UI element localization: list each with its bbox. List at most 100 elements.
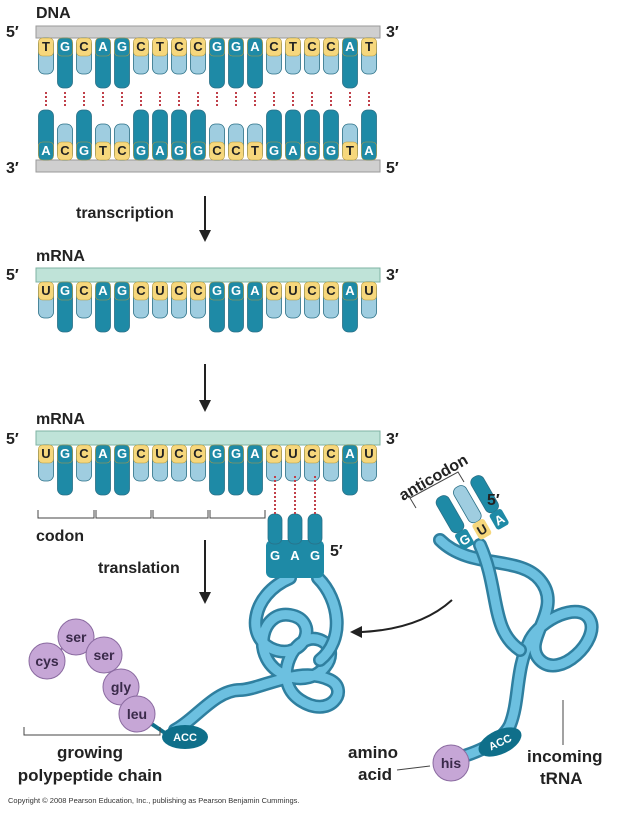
translation-label: translation xyxy=(98,560,180,577)
attached-trna-5prime-label: 5′ xyxy=(330,543,343,560)
mrna2-base-17-label: U xyxy=(364,446,373,461)
mrna1-base-9: G xyxy=(209,281,225,333)
dna-top-base-17: T xyxy=(361,37,377,75)
dna-bottom-base-13: A xyxy=(285,109,301,161)
dna-top-base-12: C xyxy=(266,37,282,75)
dna-bottom-backbone xyxy=(35,159,381,173)
amino-acid-ser-1: ser xyxy=(57,618,95,656)
mrna1-base-10-label: G xyxy=(231,283,241,298)
dna-bottom-base-8: G xyxy=(190,109,206,161)
dna-top-3prime-label: 3′ xyxy=(386,24,399,41)
mrna2-base-4: G xyxy=(114,444,130,496)
dna-top-base-6: T xyxy=(152,37,168,75)
dna-top-base-8: C xyxy=(190,37,206,75)
incoming-anticodon-cap-0 xyxy=(455,529,474,550)
his-amino-acid: his xyxy=(432,744,470,782)
dna-top-base-6-label: T xyxy=(156,39,164,54)
mrna2-base-14-label: C xyxy=(307,446,317,461)
dna-top-base-2: C xyxy=(76,37,92,75)
dna-top-base-5-label: C xyxy=(136,39,146,54)
mrna2-base-0: U xyxy=(38,444,54,482)
dna-top-base-3: A xyxy=(95,37,111,89)
translation-top-arrow xyxy=(199,364,211,412)
mrna1-base-2: C xyxy=(76,281,92,319)
dna-bottom-base-9-label: C xyxy=(212,143,222,158)
dna-top-base-11: A xyxy=(247,37,263,89)
mrna1-base-11: A xyxy=(247,281,263,333)
mrna2-base-15: C xyxy=(323,444,339,482)
attached-anticodon-base-2: G xyxy=(310,548,320,563)
mrna1-base-3-label: A xyxy=(98,283,108,298)
dna-top-base-16-label: A xyxy=(345,39,355,54)
mrna1-base-16-label: A xyxy=(345,283,355,298)
dna-bottom-base-14-label: G xyxy=(307,143,317,158)
dna-bottom-base-14: G xyxy=(304,109,320,161)
dna-bottom-base-10-label: C xyxy=(231,143,241,158)
dna-top-base-13: T xyxy=(285,37,301,75)
dna-bottom-base-3-label: T xyxy=(99,143,107,158)
incoming-trna-5prime-label: 5′ xyxy=(487,492,500,509)
dna-top-base-15-label: C xyxy=(326,39,336,54)
dna-top-base-0: T xyxy=(38,37,54,75)
dna-bottom-base-9: C xyxy=(209,123,225,161)
attached-anticodon-stem-0 xyxy=(267,513,283,545)
amino-acid-cys-0: cys xyxy=(28,642,66,680)
incoming-anticodon-cap-2 xyxy=(489,509,509,530)
mrna2-base-14: C xyxy=(304,444,320,482)
mrna1-3prime-label: 3′ xyxy=(386,267,399,284)
mrna2-base-9-label: G xyxy=(212,446,222,461)
mrna1-base-17: U xyxy=(361,281,377,319)
attached-anticodon-base-1: A xyxy=(290,548,300,563)
dna-bottom-base-11: T xyxy=(247,123,263,161)
mrna2-base-8-label: C xyxy=(193,446,203,461)
mrna2-base-5-label: C xyxy=(136,446,146,461)
dna-top-base-14: C xyxy=(304,37,320,75)
mrna1-base-7: C xyxy=(171,281,187,319)
dna-bottom-base-17-label: A xyxy=(364,143,374,158)
dna-top-base-10: G xyxy=(228,37,244,89)
dna-top-backbone xyxy=(35,25,381,39)
dna-top-base-16: A xyxy=(342,37,358,89)
mrna2-base-1-label: G xyxy=(60,446,70,461)
mrna1-base-4: G xyxy=(114,281,130,333)
dna-bottom-base-12-label: G xyxy=(269,143,279,158)
dna-top-base-17-label: T xyxy=(365,39,373,54)
dna-bottom-base-0: A xyxy=(38,109,54,161)
dna-bottom-base-2: G xyxy=(76,109,92,161)
attached-hbonds xyxy=(274,476,316,516)
incoming-trna: GUA xyxy=(433,475,599,767)
dna-bottom-3prime-label: 3′ xyxy=(6,160,19,177)
mrna1-base-14: C xyxy=(304,281,320,319)
dna-bottom-base-2-label: G xyxy=(79,143,89,158)
mrna2-backbone xyxy=(35,430,381,446)
mrna2-base-15-label: C xyxy=(326,446,336,461)
mrna1-base-1: G xyxy=(57,281,73,333)
dna-bottom-base-16-label: T xyxy=(346,143,354,158)
amino-acid-gly-3: gly xyxy=(102,668,140,706)
mrna2-base-11: A xyxy=(247,444,263,496)
dna-bottom-base-8-label: G xyxy=(193,143,203,158)
dna-bottom-base-10: C xyxy=(228,123,244,161)
mrna2-base-12-label: C xyxy=(269,446,279,461)
dna-bottom-base-0-label: A xyxy=(41,143,51,158)
movement-arrow xyxy=(350,599,453,638)
acc-label-left: ACC xyxy=(173,732,197,744)
dna-top-base-12-label: C xyxy=(269,39,279,54)
dna-bottom-base-5-label: G xyxy=(136,143,146,158)
dna-bottom-base-12: G xyxy=(266,109,282,161)
dna-bottom-5prime-label: 5′ xyxy=(386,160,399,177)
mrna2-base-16-label: A xyxy=(345,446,355,461)
mrna1-base-5-label: C xyxy=(136,283,146,298)
mrna2-base-8: C xyxy=(190,444,206,482)
growing-label-line2: polypeptide chain xyxy=(18,766,163,785)
dna-bottom-base-17: A xyxy=(361,109,377,161)
attached-anticodon-cap-2 xyxy=(308,546,322,564)
mrna2-base-17: U xyxy=(361,444,377,482)
mrna2-base-9: G xyxy=(209,444,225,496)
mrna2-base-10-label: G xyxy=(231,446,241,461)
mrna2-label: mRNA xyxy=(36,411,85,428)
translation-arrow xyxy=(199,540,211,604)
mrna1-backbone xyxy=(35,267,381,283)
